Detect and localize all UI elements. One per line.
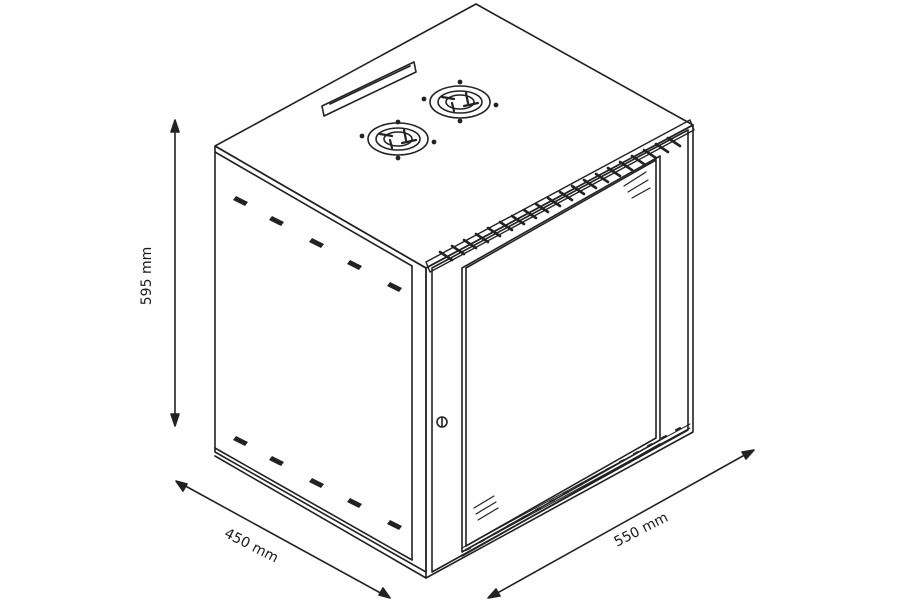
bottom-vent-strip <box>461 423 691 553</box>
cabinet-side-face <box>214 145 427 579</box>
fan-icon <box>359 119 437 161</box>
height-dimension-label: 595 mm <box>139 246 156 306</box>
fan-icon <box>421 79 499 124</box>
cabinet-top-face <box>214 3 694 269</box>
front-vent-strip <box>425 119 695 273</box>
cabinet-front-door <box>425 124 694 579</box>
top-handle-slot <box>321 61 417 117</box>
depth-dimension-arrow <box>175 480 391 599</box>
height-dimension-arrow <box>170 119 180 427</box>
width-dimension-arrow <box>487 449 755 599</box>
side-vent-slots <box>233 196 402 530</box>
lock-icon <box>436 416 448 428</box>
